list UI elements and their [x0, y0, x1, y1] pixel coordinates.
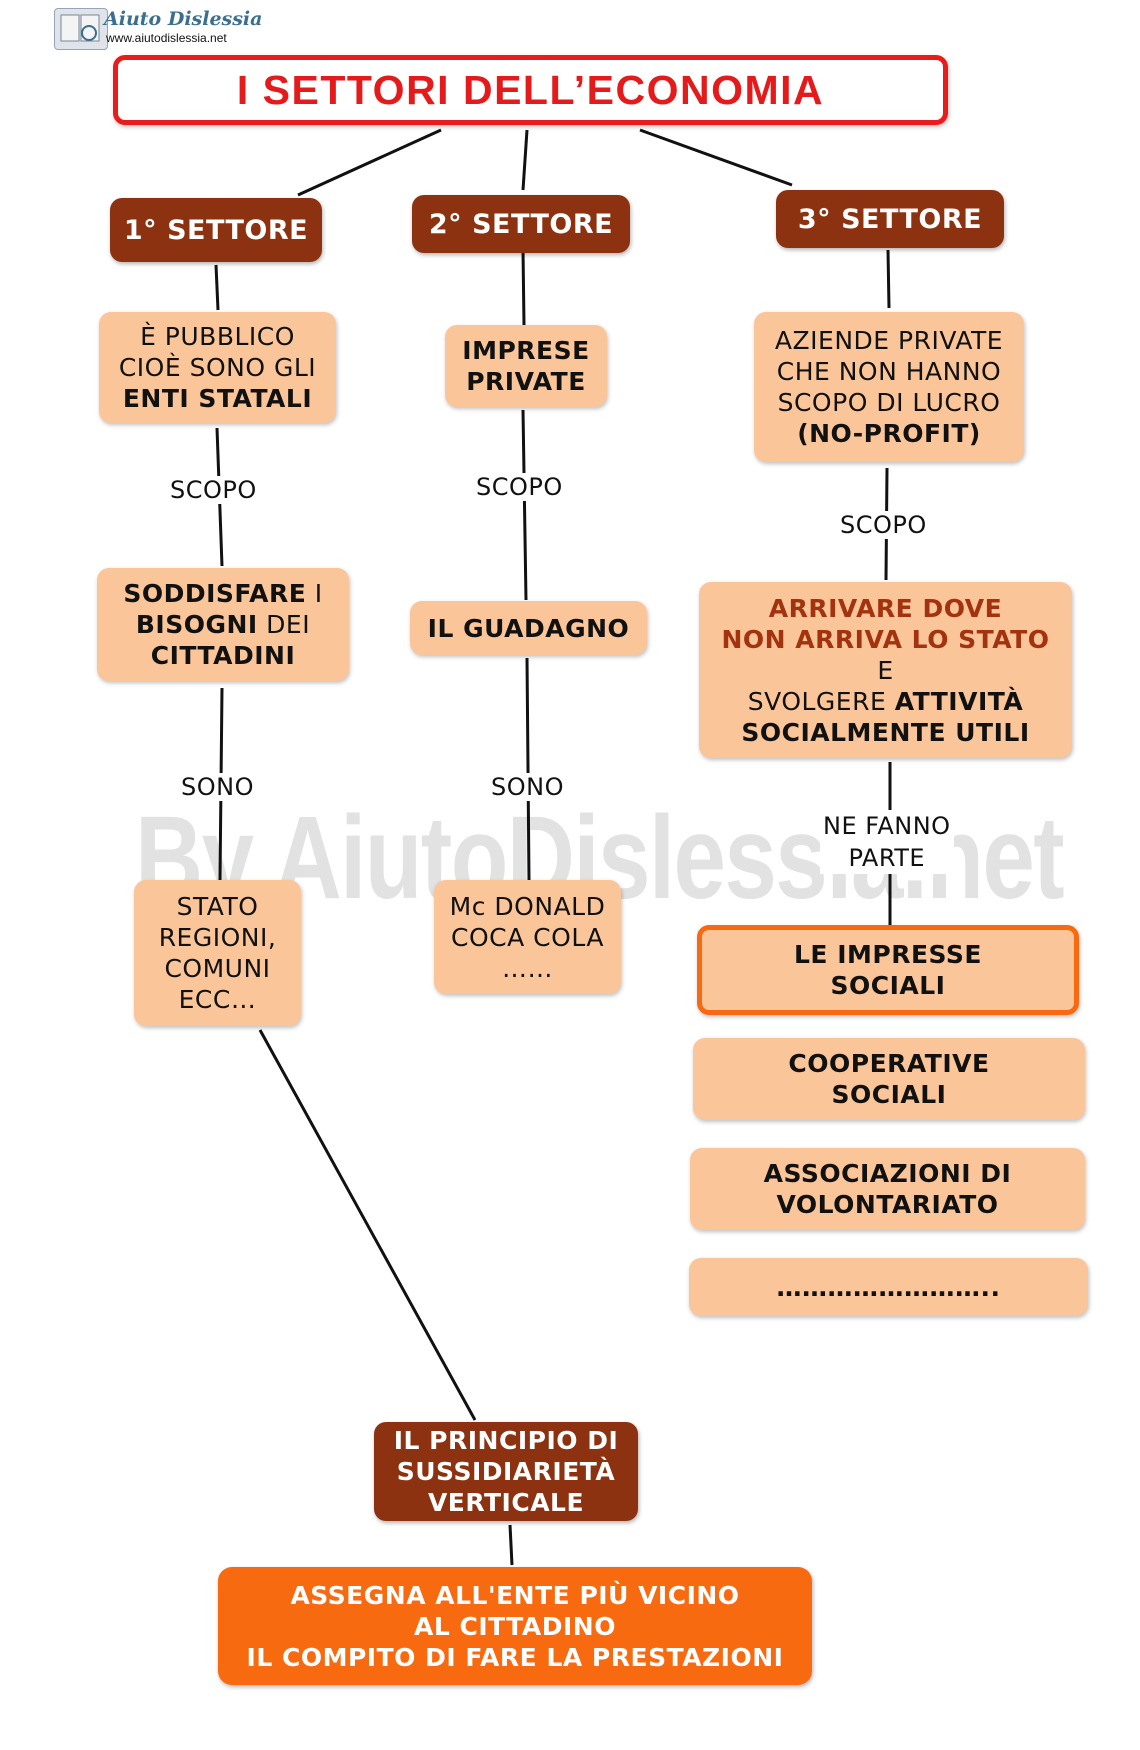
sector-1-goal-line2: BISOGNI DEI: [136, 609, 310, 640]
sector-1-goal-line1: SODDISFARE I: [123, 578, 322, 609]
sector-3-def-line4: (NO-PROFIT): [797, 419, 981, 448]
member-more: ……………………..: [689, 1258, 1088, 1316]
member-cooperative-sociali: COOPERATIVE SOCIALI: [693, 1038, 1085, 1120]
member-associazioni-volontariato: ASSOCIAZIONI DI VOLONTARIATO: [690, 1148, 1085, 1230]
sector-3-def-line2: CHE NON HANNO: [776, 357, 1002, 386]
line-s2-sono: [525, 657, 531, 881]
line-title-s2: [521, 129, 529, 191]
logo: Aiuto Dislessia www.aiutodislessia.net: [54, 8, 262, 50]
sector-2-definition: IMPRESE PRIVATE: [445, 325, 607, 407]
line-s2-def: [521, 249, 526, 326]
sector-3-goal-line2: NON ARRIVA LO STATO: [721, 624, 1050, 654]
sector-2-header: 2° SETTORE: [412, 195, 630, 253]
definition-line3: IL COMPITO DI FARE LA PRESTAZIONI: [246, 1642, 784, 1672]
sector-3-goal-line5: SOCIALMENTE UTILI: [741, 717, 1030, 747]
sector-3-goal-line3: E: [877, 655, 894, 685]
line-principle-def: [508, 1524, 514, 1566]
principle-line2: SUSSIDIARIETÀ: [396, 1457, 616, 1486]
sector-1-goal-line3: CITTADINI: [150, 641, 296, 670]
line-title-s3: [639, 128, 793, 187]
member-2-line2: SOCIALI: [831, 1080, 947, 1109]
line-s3-def: [886, 249, 891, 309]
sector-1-def-line1: È PUBBLICO: [140, 322, 295, 351]
connector-scopo-2: SCOPO: [473, 473, 566, 501]
sector-1-goal-l2b: DEI: [257, 610, 311, 639]
principle-definition: ASSEGNA ALL'ENTE PIÙ VICINO AL CITTADINO…: [218, 1567, 812, 1685]
member-3-line2: VOLONTARIATO: [776, 1190, 999, 1219]
line-s2-scopo: [521, 409, 528, 601]
sector-1-header: 1° SETTORE: [110, 198, 322, 262]
member-1-line2: SOCIALI: [830, 971, 946, 1000]
sector-3-definition: AZIENDE PRIVATE CHE NON HANNO SCOPO DI L…: [754, 312, 1024, 462]
definition-line1: ASSEGNA ALL'ENTE PIÙ VICINO: [290, 1580, 740, 1610]
sector-3-goal-l4b: ATTIVITÀ: [894, 686, 1024, 716]
sector-3-header: 3° SETTORE: [776, 190, 1004, 248]
connector-ne-fanno-l2: PARTE: [848, 844, 926, 872]
line-s1-principle: [258, 1029, 477, 1421]
principle-box: IL PRINCIPIO DI SUSSIDIARIETÀ VERTICALE: [374, 1422, 638, 1521]
sector-3-goal-line1: ARRIVARE DOVE: [768, 593, 1003, 623]
sector-3-goal: ARRIVARE DOVE NON ARRIVA LO STATO E SVOL…: [699, 582, 1072, 758]
principle-line1: IL PRINCIPIO DI: [393, 1426, 619, 1455]
sector-1-goal-l1a: SODDISFARE: [123, 579, 307, 608]
book-icon: [54, 8, 108, 50]
sector-2-ex-line2: COCA COLA: [451, 922, 604, 952]
member-3-line1: ASSOCIAZIONI DI: [763, 1159, 1012, 1188]
sector-3-goal-l4a: SVOLGERE: [747, 686, 895, 716]
sector-2-goal: IL GUADAGNO: [410, 601, 647, 655]
member-1-line1: LE IMPRESSE: [793, 940, 982, 969]
connector-scopo-1: SCOPO: [167, 476, 260, 504]
line-s1-def: [214, 264, 220, 311]
member-2-line1: COOPERATIVE: [788, 1049, 990, 1078]
connector-scopo-3: SCOPO: [837, 511, 930, 539]
sector-1-def-line3: ENTI STATALI: [122, 384, 313, 413]
sector-1-def-line2: CIOÈ SONO GLI: [118, 353, 317, 382]
sector-1-ex-line2: REGIONI,: [158, 923, 277, 952]
page-title: I SETTORI DELL’ECONOMIA: [113, 55, 948, 125]
sector-1-goal: SODDISFARE I BISOGNI DEI CITTADINI: [97, 568, 349, 681]
sector-2-ex-line3: ……: [502, 953, 553, 983]
connector-sono-1: SONO: [178, 773, 257, 801]
logo-url: www.aiutodislessia.net: [106, 31, 227, 45]
sector-1-ex-line1: STATO: [176, 892, 259, 921]
sector-1-ex-line3: COMUNI: [164, 954, 271, 983]
member-impresse-sociali: LE IMPRESSE SOCIALI: [697, 925, 1079, 1015]
definition-line2: AL CITTADINO: [414, 1611, 616, 1641]
principle-line3: VERTICALE: [427, 1488, 585, 1517]
sector-3-def-line3: SCOPO DI LUCRO: [777, 388, 1001, 417]
sector-1-definition: È PUBBLICO CIOÈ SONO GLI ENTI STATALI: [99, 312, 336, 423]
sector-1-goal-l1b: I: [306, 579, 323, 608]
sector-3-goal-line4: SVOLGERE ATTIVITÀ: [748, 686, 1023, 717]
connector-ne-fanno-parte: NE FANNO PARTE: [820, 810, 954, 874]
sector-2-def-line2: PRIVATE: [466, 367, 586, 396]
sector-1-ex-line4: ECC…: [178, 985, 257, 1014]
sector-2-def-line1: IMPRESE: [462, 336, 590, 365]
sector-3-def-line1: AZIENDE PRIVATE: [774, 326, 1004, 355]
logo-name: Aiuto Dislessia: [104, 8, 263, 30]
sector-2-examples: Mc DONALD COCA COLA ……: [434, 880, 621, 994]
sector-2-ex-line1: Mc DONALD: [449, 891, 606, 921]
sector-1-examples: STATO REGIONI, COMUNI ECC…: [134, 880, 301, 1026]
sector-1-goal-l2a: BISOGNI: [135, 610, 258, 639]
connector-sono-2: SONO: [488, 773, 567, 801]
line-title-s1: [297, 128, 442, 197]
connector-ne-fanno-l1: NE FANNO: [823, 812, 951, 840]
